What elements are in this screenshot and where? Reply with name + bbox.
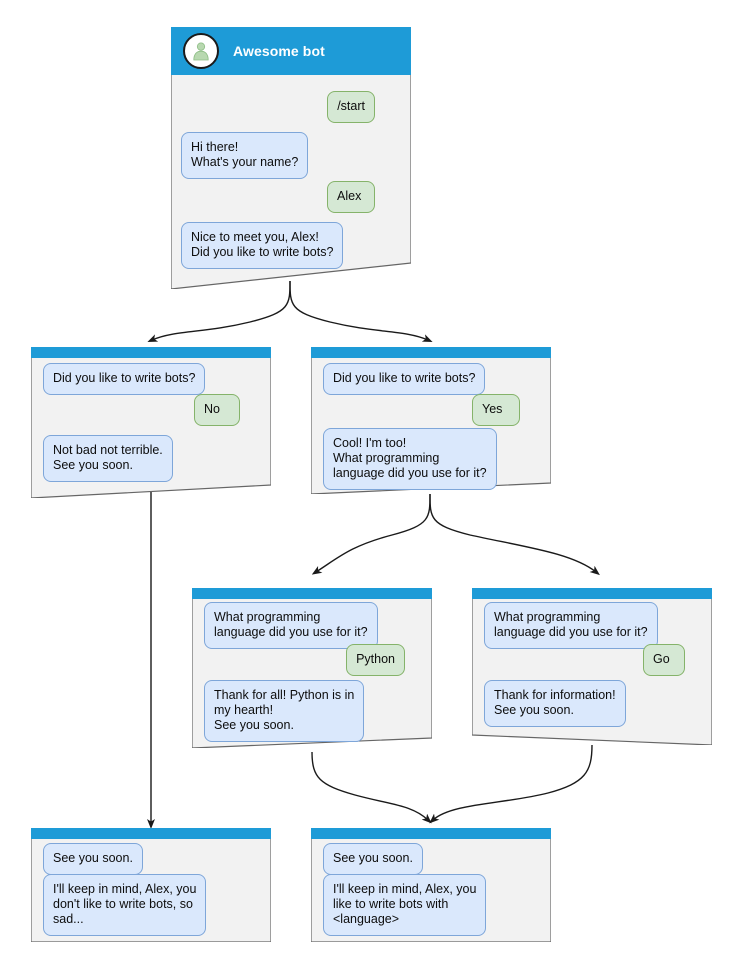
card-no-branch[interactable]: Did you like to write bots? No Not bad n… (31, 347, 271, 498)
message-bubble-bot: I'll keep in mind, Alex, you like to wri… (323, 874, 487, 936)
message-bubble-bot: Hi there! What's your name? (181, 132, 309, 179)
card-end-yes[interactable]: See you soon. I'll keep in mind, Alex, y… (311, 828, 551, 942)
message-bubble-bot: Did you like to write bots? (43, 363, 206, 395)
person-avatar-icon (183, 33, 219, 69)
message-bubble-user: Go (643, 644, 685, 676)
message-bubble-user: /start (327, 91, 375, 123)
message-bubble-bot: Thank for all! Python is in my hearth! S… (204, 680, 365, 742)
card-yes-branch[interactable]: Did you like to write bots? Yes Cool! I'… (311, 347, 551, 494)
message-bubble-bot: Cool! I'm too! What programming language… (323, 428, 497, 490)
edge-python-to-end-yes (311, 751, 432, 824)
card-go-branch[interactable]: What programming language did you use fo… (472, 588, 712, 745)
message-bubble-bot: Thank for information! See you soon. (484, 680, 626, 727)
card-python-branch[interactable]: What programming language did you use fo… (192, 588, 432, 748)
message-bubble-bot: Nice to meet you, Alex! Did you like to … (181, 222, 344, 269)
card-root[interactable]: Awesome bot /start Hi there! What's your… (171, 27, 411, 289)
message-bubble-user: Python (346, 644, 405, 676)
card-root-title: Awesome bot (233, 43, 325, 59)
edge-go-to-end-yes (429, 744, 593, 824)
card-end-no[interactable]: See you soon. I'll keep in mind, Alex, y… (31, 828, 271, 942)
message-bubble-bot: What programming language did you use fo… (204, 602, 378, 649)
edge-root-to-no (147, 280, 291, 342)
message-bubble-user: No (194, 394, 240, 426)
message-bubble-bot: See you soon. (323, 843, 423, 875)
edge-yes-to-go (429, 493, 600, 576)
message-bubble-user: Alex (327, 181, 375, 213)
message-bubble-bot: Did you like to write bots? (323, 363, 486, 395)
edge-yes-to-python (311, 493, 431, 575)
card-root-header: Awesome bot (171, 27, 411, 75)
message-bubble-bot: What programming language did you use fo… (484, 602, 658, 649)
message-bubble-bot: See you soon. (43, 843, 143, 875)
message-bubble-bot: Not bad not terrible. See you soon. (43, 435, 173, 482)
edge-root-to-yes (289, 280, 433, 342)
message-bubble-user: Yes (472, 394, 520, 426)
message-bubble-bot: I'll keep in mind, Alex, you don't like … (43, 874, 207, 936)
